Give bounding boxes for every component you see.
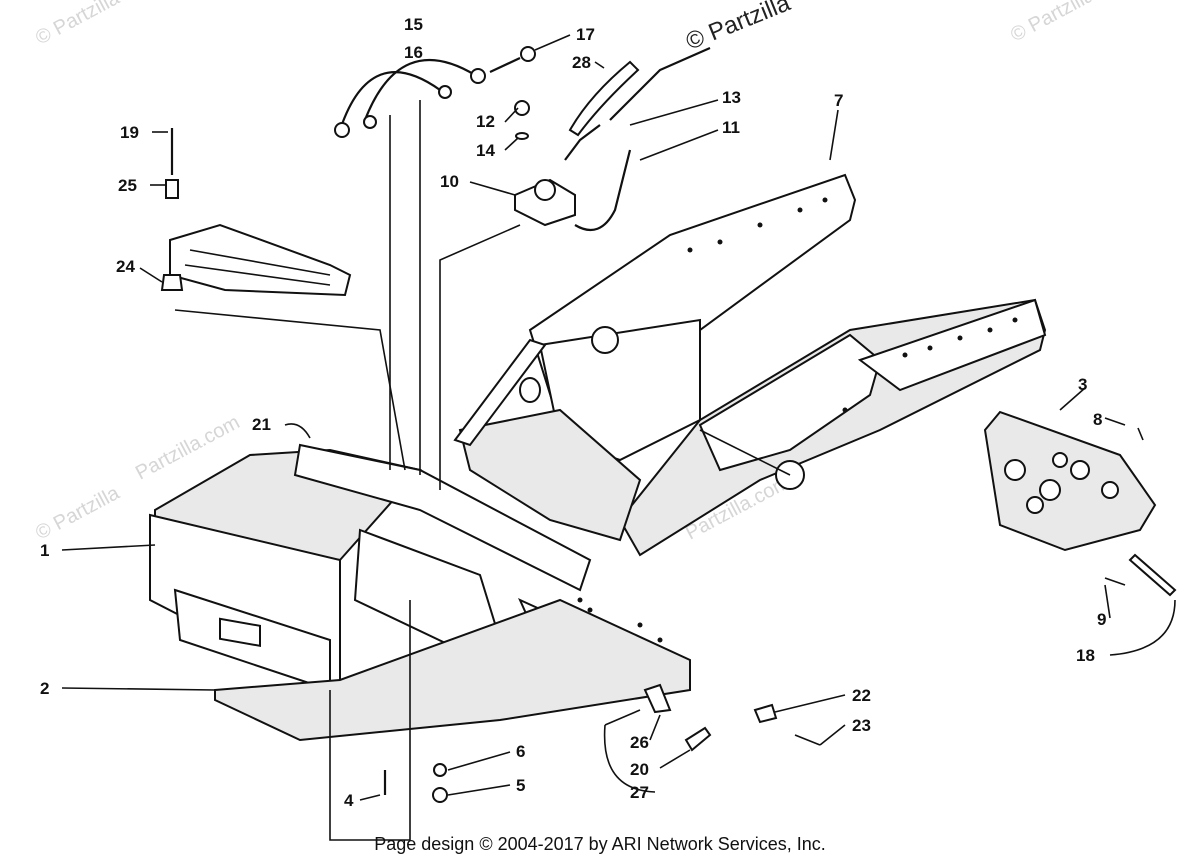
callout-3: 3 [1078,375,1087,394]
callout-18: 18 [1076,646,1095,665]
frame-assembly [149,173,1047,742]
callout-24: 24 [116,257,135,276]
callout-2: 2 [40,679,49,698]
callout-20: 20 [630,760,649,779]
callouts: 1 2 3 4 5 6 7 8 9 10 11 12 13 14 15 16 1… [40,15,1106,810]
callout-7: 7 [834,91,843,110]
callout-26: 26 [630,733,649,752]
callout-12: 12 [476,112,495,131]
steering-bracket [160,128,352,297]
leader-lines [61,34,1176,841]
callout-16: 16 [404,43,423,62]
callout-14: 14 [476,141,495,160]
callout-11: 11 [722,118,740,137]
callout-1: 1 [40,541,49,560]
callout-21: 21 [252,415,271,434]
callout-8: 8 [1093,410,1102,429]
callout-25: 25 [118,176,137,195]
watermark-top-left: © Partzilla [32,0,124,49]
callout-10: 10 [440,172,459,191]
callout-4: 4 [344,791,354,810]
callout-27: 27 [630,783,649,802]
callout-6: 6 [516,742,525,761]
callout-13: 13 [722,88,741,107]
watermark-left: © Partzilla [32,482,124,545]
hardware-top [334,46,536,138]
callout-15: 15 [404,15,423,34]
callout-9: 9 [1097,610,1106,629]
footrest [983,410,1177,597]
callout-22: 22 [852,686,871,705]
watermark-top-center: © Partzilla [682,0,794,56]
footer-copyright: Page design © 2004-2017 by ARI Network S… [374,834,826,854]
watermark-top-right: © Partzilla [1007,0,1099,46]
callout-23: 23 [852,716,871,735]
callout-17: 17 [576,25,595,44]
callout-19: 19 [120,123,139,142]
callout-28: 28 [572,53,591,72]
callout-5: 5 [516,776,525,795]
small-parts [383,429,821,803]
fuel-pump [514,46,711,232]
